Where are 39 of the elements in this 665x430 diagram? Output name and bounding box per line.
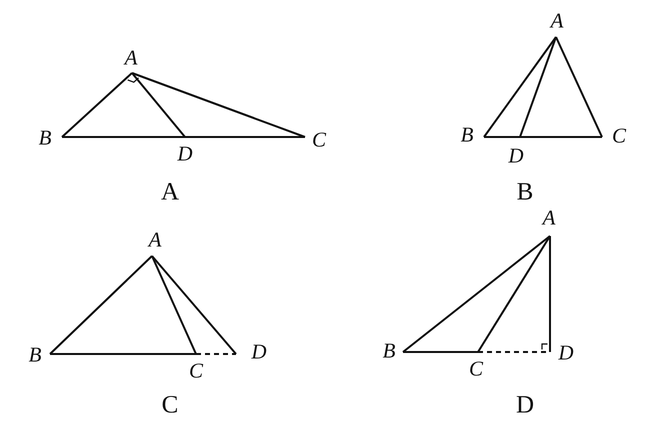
- line-segment: [519, 36, 557, 138]
- line-segment: [61, 72, 133, 138]
- line-segment: [62, 136, 185, 138]
- vertex-label: B: [460, 124, 474, 146]
- line-segment: [555, 36, 603, 138]
- line-segment: [185, 136, 305, 138]
- vertex-label: A: [148, 230, 162, 250]
- line-segment: [520, 136, 602, 138]
- vertex-label: D: [251, 342, 267, 362]
- vertex-label: B: [38, 128, 52, 148]
- vertex-label: A: [124, 48, 138, 68]
- vertex-label: C: [189, 360, 203, 382]
- line-segment: [151, 255, 237, 355]
- vertex-label: D: [508, 146, 524, 166]
- figure-caption: D: [516, 392, 534, 418]
- figure-caption: B: [516, 180, 534, 204]
- line-segment: [477, 235, 551, 353]
- line-segment: [132, 72, 306, 138]
- line-segment: [403, 351, 478, 353]
- figure-caption: A: [160, 180, 180, 204]
- line-segment: [549, 236, 551, 352]
- vertex-label: B: [382, 340, 396, 362]
- line-segment: [131, 72, 186, 138]
- line-segment: [483, 36, 557, 138]
- line-segment: [49, 255, 153, 355]
- figure-caption: C: [162, 392, 178, 418]
- line-segment: [151, 256, 197, 354]
- vertex-label: D: [177, 144, 193, 164]
- vertex-label: C: [469, 358, 483, 380]
- line-segment: [484, 136, 520, 138]
- vertex-label: C: [312, 130, 326, 150]
- vertex-label: A: [550, 10, 564, 32]
- vertex-label: B: [28, 344, 42, 366]
- line-segment: [50, 353, 196, 355]
- vertex-label: D: [558, 342, 574, 364]
- vertex-label: A: [542, 208, 556, 228]
- vertex-label: C: [612, 126, 626, 146]
- dashed-line-segment: [196, 353, 236, 355]
- line-segment: [402, 235, 551, 353]
